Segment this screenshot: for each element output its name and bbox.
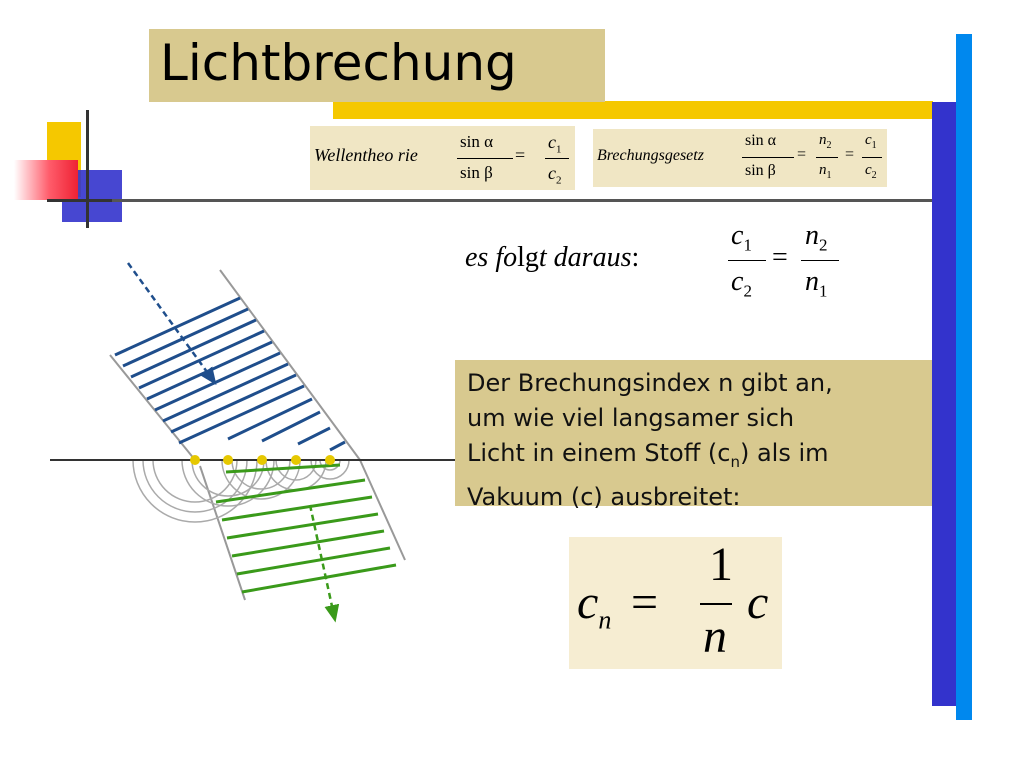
incident-wavefronts — [114, 296, 346, 452]
folgt-rhs-den-sub: 1 — [819, 281, 828, 301]
note-line-4: Vakuum (c) ausbreitet: — [467, 482, 741, 511]
cn-num: 1 — [709, 538, 733, 591]
brechung-lhs-num: sin α — [745, 132, 777, 149]
brechung-mid-den: n — [819, 162, 827, 178]
note-box — [455, 360, 932, 506]
refracted-beam-right-edge — [359, 459, 406, 561]
folgt-lhs-den-sub: 2 — [743, 281, 752, 301]
brechungsgesetz-formula: Brechungsgesetz sin α sin β = n2 n1 = c1… — [593, 129, 887, 187]
refracted-wavefronts — [215, 463, 397, 594]
folgt-rhs-num: n — [805, 220, 819, 251]
wellen-lhs-den: sin β — [460, 163, 493, 182]
note-subscript-n: n — [730, 452, 740, 471]
huygens-sources — [190, 455, 335, 465]
brechungsgesetz-label: Brechungsgesetz — [597, 147, 704, 164]
brechung-rhs-den: c — [865, 162, 872, 178]
note-line-1: Der Brechungsindex n gibt an, — [467, 369, 833, 397]
wellen-rhs-num-sub: 1 — [556, 143, 562, 156]
incident-beam-right-edge — [219, 269, 361, 461]
accent-blue-bar — [932, 102, 958, 706]
slide-title: Lichtbrechung — [160, 34, 517, 92]
divider-line — [112, 199, 932, 202]
note-line-3: Licht in einem Stoff (cn) als im — [467, 439, 829, 471]
incident-ray-arrow — [126, 262, 217, 386]
brechung-mid-num: n — [819, 132, 827, 148]
brechung-eq: = — [797, 146, 807, 163]
folgt-eq: = — [772, 242, 788, 273]
brechung-rhs-num-sub: 1 — [871, 140, 877, 151]
cn-lhs: c — [577, 576, 599, 629]
cn-eq: = — [631, 576, 659, 629]
folgt-colon: : — [631, 242, 640, 273]
wellen-lhs-num: sin α — [460, 132, 493, 151]
wellentheorie-formula: Wellentheo rie sin α sin β = c1 c2 — [310, 126, 575, 190]
wellen-rhs-num: c — [548, 132, 556, 152]
corner-red-block — [14, 160, 78, 200]
brechung-lhs-den: sin β — [745, 162, 776, 179]
folgt-lhs-num: c — [731, 220, 744, 251]
corner-horizontal-line — [47, 199, 117, 202]
cn-den: n — [703, 610, 727, 663]
folgt-rhs-den: n — [805, 266, 819, 297]
accent-yellow-bar — [333, 101, 933, 119]
folgt-lhs-den: c — [731, 266, 744, 297]
folgt-text-b: t daraus — [538, 242, 632, 273]
incident-beam-left-edge — [109, 354, 196, 461]
wellen-rhs-den-sub: 2 — [556, 174, 562, 187]
brechung-mid-den-sub: 1 — [826, 170, 832, 181]
cn-lhs-sub: n — [598, 605, 612, 635]
brechung-rhs-num: c — [865, 132, 872, 148]
refraction-index-note: Der Brechungsindex n gibt an, um wie vie… — [467, 366, 925, 515]
corner-vertical-line — [86, 110, 89, 228]
title-box — [149, 29, 605, 102]
folgt-text-a: es fo — [465, 242, 518, 273]
cn-rhs: c — [747, 576, 769, 629]
wellen-rhs-den: c — [548, 163, 556, 183]
wellen-eq: = — [515, 145, 526, 165]
folgt-daraus-formula: es folgt daraus: c1 c2 = n2 n1 — [465, 220, 845, 307]
huygens-wavelets — [132, 459, 350, 523]
brechung-eq2: = — [845, 146, 855, 163]
accent-cyan-bar — [956, 34, 972, 720]
folgt-rhs-num-sub: 2 — [819, 235, 828, 255]
brechung-mid-num-sub: 2 — [826, 140, 832, 151]
refracted-beam-left-edge — [199, 465, 246, 601]
folgt-text-lg: lg — [517, 242, 539, 273]
folgt-lhs-num-sub: 1 — [743, 235, 752, 255]
cn-formula: cn = 1 n c — [569, 537, 782, 669]
brechung-rhs-den-sub: 2 — [871, 170, 877, 181]
note-line-2: um wie viel langsamer sich — [467, 404, 795, 432]
wellentheorie-label: Wellentheo rie — [314, 145, 418, 165]
